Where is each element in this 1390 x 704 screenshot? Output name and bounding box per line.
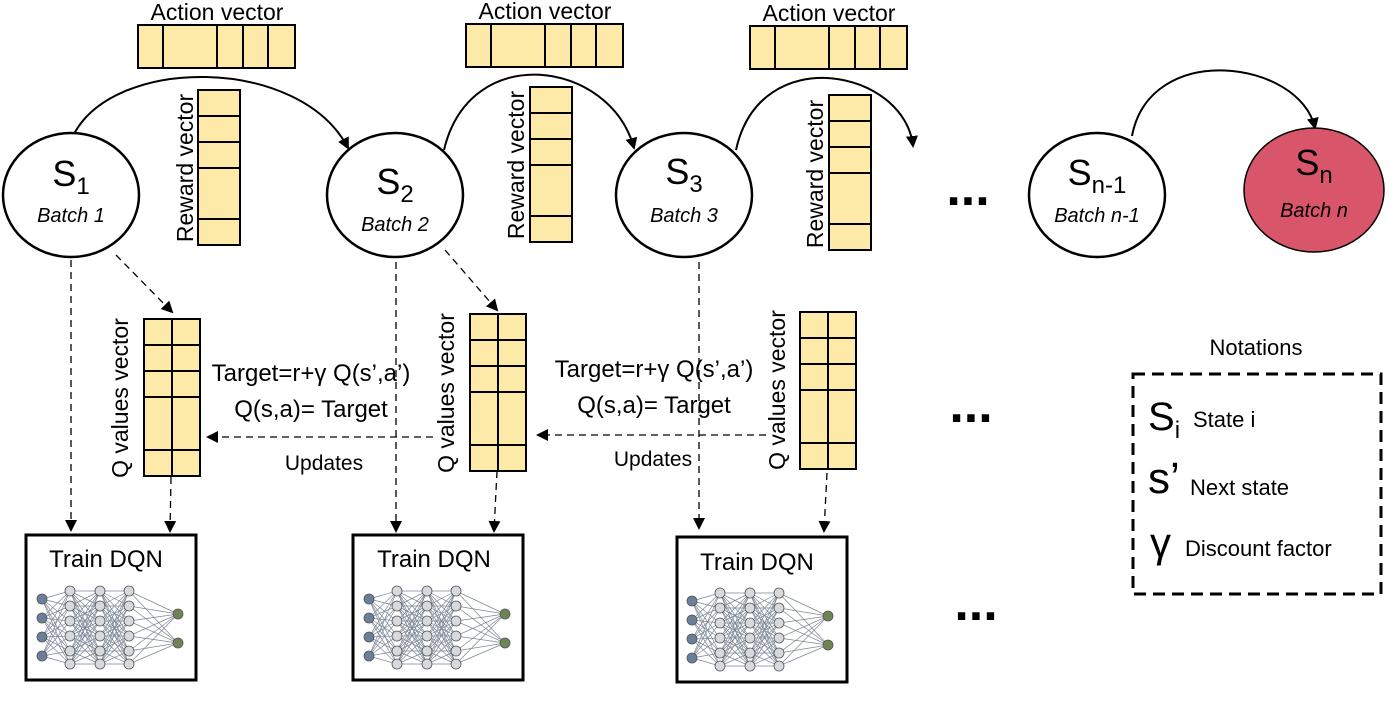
reward-vector-label-2: Reward vector	[503, 91, 529, 240]
action-vector-2: Action vector	[465, 0, 624, 68]
notations-title: Notations	[1210, 335, 1303, 360]
reward-vector-1: Reward vector	[172, 89, 241, 246]
notation-symbol: S	[1148, 395, 1175, 439]
state-2: S2 Batch 2	[325, 131, 465, 259]
transition-arrow-2-3	[443, 73, 638, 151]
reward-vector-3: Reward vector	[802, 94, 872, 251]
train-dqn-box-1: Train DQN	[24, 533, 198, 682]
train-dqn-box-2: Train DQN	[351, 533, 525, 682]
state-n-minus-1: Sn-1 Batch n-1	[1027, 131, 1167, 259]
transition-arrow-3-next	[735, 76, 918, 151]
state-subscript: 2	[400, 181, 413, 208]
train-dqn-label: Train DQN	[700, 549, 814, 576]
q-values-label-2: Q values vector	[433, 313, 459, 473]
state-symbol: S	[1068, 152, 1092, 193]
q-update-2: Q(s,a)= Target	[577, 392, 731, 419]
q-values-label-1: Q values vector	[107, 318, 133, 478]
reward-vector-2: Reward vector	[503, 86, 573, 243]
dashed-flows	[65, 249, 831, 533]
notation-state: Si State i	[1148, 395, 1255, 444]
state-subscript: 3	[689, 171, 702, 198]
state-subscript: n	[1319, 162, 1332, 189]
train-dqn-label: Train DQN	[377, 546, 491, 573]
updates-label-1: Updates	[285, 452, 363, 475]
state-subscript: 1	[76, 173, 89, 200]
target-formula-1: Target=r+γ Q(s’,a’)	[212, 360, 411, 387]
train-dqn-box-3: Train DQN	[675, 535, 849, 684]
transition-arrow-n1-n	[1131, 69, 1319, 137]
neural-network-icon	[686, 587, 834, 672]
action-vector-3: Action vector	[749, 0, 908, 70]
q-values-vector-3: Q values vector	[764, 310, 857, 470]
batch-label: Batch 3	[650, 205, 718, 227]
state-subscript: n-1	[1092, 172, 1127, 199]
svg-text:S1: S1	[52, 153, 89, 200]
q-values-vector-1: Q values vector	[107, 318, 201, 478]
state-3: S3 Batch 3	[614, 131, 754, 259]
batch-label: Batch n	[1280, 200, 1348, 222]
q-values-vector-2: Q values vector	[433, 313, 527, 473]
notation-symbol: s’	[1148, 454, 1180, 503]
reward-vector-label-3: Reward vector	[802, 100, 828, 249]
svg-text:Sn-1: Sn-1	[1068, 152, 1127, 199]
state-symbol: S	[376, 161, 400, 202]
ellipsis-train: ...	[954, 574, 997, 632]
state-1: S1 Batch 1	[1, 131, 141, 259]
state-symbol: S	[665, 151, 689, 192]
svg-text:S2: S2	[376, 161, 413, 208]
state-symbol: S	[1295, 142, 1319, 183]
svg-text:Si: Si	[1148, 395, 1180, 444]
ellipsis-q-values: ...	[949, 376, 992, 434]
action-vector-label-1: Action vector	[151, 0, 284, 25]
notation-text: Next state	[1190, 475, 1289, 500]
reward-vector-label-1: Reward vector	[172, 94, 198, 243]
updates-label-2: Updates	[614, 448, 692, 471]
neural-network-icon	[363, 585, 511, 670]
state-symbol: S	[52, 153, 76, 194]
state-n-terminal: Sn Batch n	[1243, 127, 1385, 253]
transition-arrow-1-2	[71, 76, 349, 150]
q-update-1: Q(s,a)= Target	[234, 396, 388, 423]
train-dqn-label: Train DQN	[49, 546, 163, 573]
notation-next-state: s’ Next state	[1148, 454, 1289, 503]
batch-label: Batch 2	[361, 214, 429, 236]
action-vector-label-3: Action vector	[763, 0, 896, 26]
notation-subscript: i	[1175, 417, 1180, 444]
action-vector-1: Action vector	[137, 0, 296, 69]
neural-network-icon	[36, 585, 184, 670]
svg-text:Sn: Sn	[1295, 142, 1332, 189]
notation-text: Discount factor	[1185, 536, 1332, 561]
notation-symbol: γ	[1150, 519, 1171, 566]
notation-discount: γ Discount factor	[1150, 519, 1332, 566]
notation-text: State i	[1193, 407, 1255, 432]
notations-legend: Notations Si State i s’ Next state γ Dis…	[1131, 335, 1383, 596]
batch-label: Batch 1	[37, 205, 105, 227]
q-values-label-3: Q values vector	[764, 310, 790, 470]
action-vector-label-2: Action vector	[479, 0, 612, 24]
target-formula-2: Target=r+γ Q(s’,a’)	[555, 356, 754, 383]
ellipsis-states: ...	[946, 159, 989, 217]
batch-label: Batch n-1	[1054, 205, 1140, 227]
svg-text:S3: S3	[665, 151, 702, 198]
